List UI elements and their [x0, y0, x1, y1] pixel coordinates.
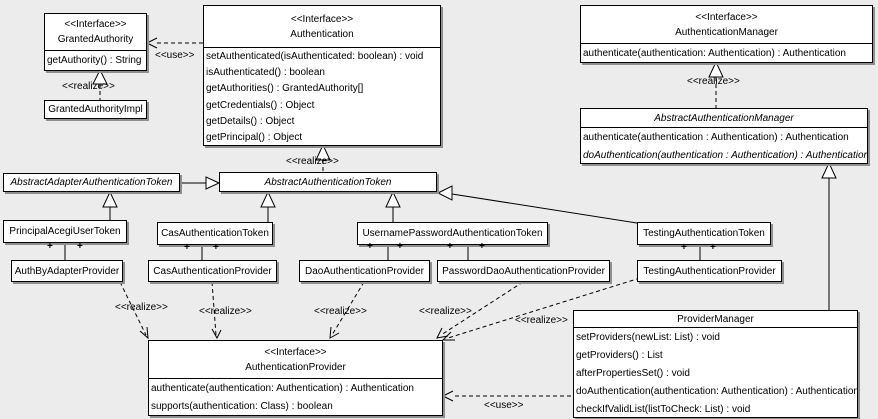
- edge-gen-providermanager: [821, 161, 837, 310]
- method-label: getProviders() : List: [576, 349, 663, 361]
- class-name: PrincipalAcegiUserToken: [9, 226, 121, 237]
- class-provider-manager[interactable]: ProviderManager setProviders(newList: Li…: [573, 310, 858, 418]
- method-label: setProviders(newList: List) : void: [576, 331, 720, 343]
- association-plus-label: +: [447, 241, 453, 252]
- class-authentication-provider[interactable]: <<Interface>> AuthenticationProvider aut…: [148, 340, 443, 416]
- class-username-password-authentication-token[interactable]: UsernamePasswordAuthenticationToken: [357, 222, 548, 245]
- edge-realize-grantedauthorityimpl: [92, 68, 108, 100]
- edge-use-providermanager-authenticationprovider: [441, 390, 573, 402]
- association-plus-label: +: [184, 242, 190, 253]
- class-principal-acegi-user-token[interactable]: PrincipalAcegiUserToken: [3, 220, 127, 243]
- method-label: setAuthenticated(isAuthenticated: boolea…: [206, 50, 424, 62]
- edge-label-realize: <<realize>>: [286, 156, 339, 167]
- class-auth-by-adapter-provider[interactable]: AuthByAdapterProvider: [11, 260, 123, 282]
- edge-realize-testingauthenticationprovider: [441, 277, 641, 341]
- class-name: UsernamePasswordAuthenticationToken: [362, 228, 543, 239]
- class-name: AbstractAuthenticationManager: [654, 112, 794, 124]
- class-authentication[interactable]: <<Interface>> Authentication setAuthenti…: [203, 5, 441, 146]
- class-name: Authentication: [290, 28, 354, 40]
- class-name: TestingAuthenticationToken: [643, 228, 765, 239]
- class-abstract-adapter-authentication-token[interactable]: AbstractAdapterAuthenticationToken: [3, 173, 180, 192]
- association-plus-label: +: [47, 241, 53, 252]
- edge-gen-adapter-token: [180, 176, 221, 190]
- class-testing-authentication-token[interactable]: TestingAuthenticationToken: [637, 222, 771, 245]
- edge-gen-cas-token: [260, 190, 276, 222]
- edge-realize-authbyadapterprovider: [119, 281, 149, 340]
- class-name: AuthByAdapterProvider: [14, 265, 120, 277]
- edge-use-authentication-grantedauthority: [145, 37, 203, 49]
- edge-gen-principal: [102, 190, 118, 220]
- edge-label-realize: <<realize>>: [115, 302, 168, 313]
- method-label: doAuthentication(authentication: Authent…: [576, 385, 857, 397]
- method-label: getPrincipal() : Object: [206, 132, 303, 144]
- edge-label-realize: <<realize>>: [199, 306, 252, 317]
- edge-realize-abstractauthenticationtoken: [315, 143, 331, 172]
- class-abstract-authentication-manager[interactable]: AbstractAuthenticationManager authentica…: [580, 108, 868, 164]
- class-name: AbstractAuthenticationToken: [264, 176, 392, 188]
- method-label: authenticate(authentication : Authentica…: [583, 131, 849, 143]
- class-name: AuthenticationProvider: [245, 361, 346, 373]
- association-plus-label: +: [710, 242, 716, 253]
- class-cas-authentication-token[interactable]: CasAuthenticationToken: [157, 222, 273, 245]
- class-name: AbstractAdapterAuthenticationToken: [10, 177, 173, 188]
- stereotype-label: <<Interface>>: [64, 19, 127, 30]
- method-label: doAuthentication(authentication : Authen…: [583, 149, 867, 161]
- class-dao-authentication-provider[interactable]: DaoAuthenticationProvider: [299, 260, 430, 282]
- class-granted-authority-impl[interactable]: GrantedAuthorityImpl: [44, 100, 147, 119]
- method-label: checkIfValidList(listToCheck: List) : vo…: [576, 403, 751, 415]
- class-name: GrantedAuthority: [57, 34, 134, 45]
- edge-realize-daoauthenticationprovider: [329, 281, 365, 339]
- stereotype-label: <<Interface>>: [290, 13, 354, 25]
- association-plus-label: +: [479, 241, 485, 252]
- method-label: afterPropertiesSet() : void: [576, 367, 690, 379]
- edge-gen-usernamepassword-token: [385, 190, 401, 222]
- edge-label-realize: <<realize>>: [515, 315, 568, 326]
- class-authentication-manager[interactable]: <<Interface>> AuthenticationManager auth…: [580, 5, 873, 63]
- method-label: authenticate(authentication: Authenticat…: [151, 382, 414, 394]
- edge-label-use: <<use>>: [484, 400, 524, 411]
- class-name: AuthenticationManager: [675, 26, 778, 38]
- edge-label-realize: <<realize>>: [419, 306, 472, 317]
- edge-realize-abstractauthenticationmanager: [708, 60, 724, 108]
- edge-label-use: <<use>>: [155, 50, 195, 61]
- edge-label-realize: <<realize>>: [687, 76, 740, 87]
- association-plus-label: +: [681, 242, 687, 253]
- class-name: CasAuthenticationToken: [161, 228, 269, 239]
- class-name: DaoAuthenticationProvider: [305, 265, 424, 277]
- class-name: GrantedAuthorityImpl: [48, 104, 143, 115]
- edge-label-realize: <<realize>>: [62, 81, 115, 92]
- class-name: PasswordDaoAuthenticationProvider: [442, 265, 605, 277]
- class-password-dao-authentication-provider[interactable]: PasswordDaoAuthenticationProvider: [437, 260, 610, 282]
- edge-realize-casauthenticationprovider: [211, 281, 222, 340]
- association-plus-label: +: [367, 241, 373, 252]
- stereotype-label: <<Interface>>: [695, 11, 758, 23]
- stereotype-label: <<Interface>>: [264, 346, 327, 358]
- edge-label-realize: <<realize>>: [314, 306, 367, 317]
- edge-gen-testing-token: [436, 185, 638, 224]
- method-label: getAuthorities() : GrantedAuthority[]: [206, 83, 364, 95]
- class-name: ProviderManager: [677, 313, 754, 325]
- method-label: getCredentials() : Object: [206, 99, 315, 111]
- method-label: supports(authentication: Class) : boolea…: [151, 401, 333, 413]
- method-label: getDetails() : Object: [206, 115, 295, 127]
- method-label: isAuthenticated() : boolean: [206, 66, 325, 78]
- association-plus-label: +: [213, 242, 219, 253]
- class-testing-authentication-provider[interactable]: TestingAuthenticationProvider: [637, 260, 782, 282]
- association-plus-label: +: [397, 241, 403, 252]
- edge-realize-passworddaoauthenticationprovider: [436, 281, 524, 339]
- class-granted-authority[interactable]: <<Interface>> GrantedAuthority getAuthor…: [44, 13, 147, 71]
- association-plus-label: +: [77, 241, 83, 252]
- class-name: TestingAuthenticationProvider: [643, 265, 776, 277]
- method-label: getAuthority() : String: [47, 55, 142, 66]
- class-abstract-authentication-token[interactable]: AbstractAuthenticationToken: [219, 172, 437, 192]
- class-cas-authentication-provider[interactable]: CasAuthenticationProvider: [148, 260, 277, 282]
- method-label: authenticate(authentication: Authenticat…: [583, 48, 846, 59]
- class-name: CasAuthenticationProvider: [153, 265, 272, 277]
